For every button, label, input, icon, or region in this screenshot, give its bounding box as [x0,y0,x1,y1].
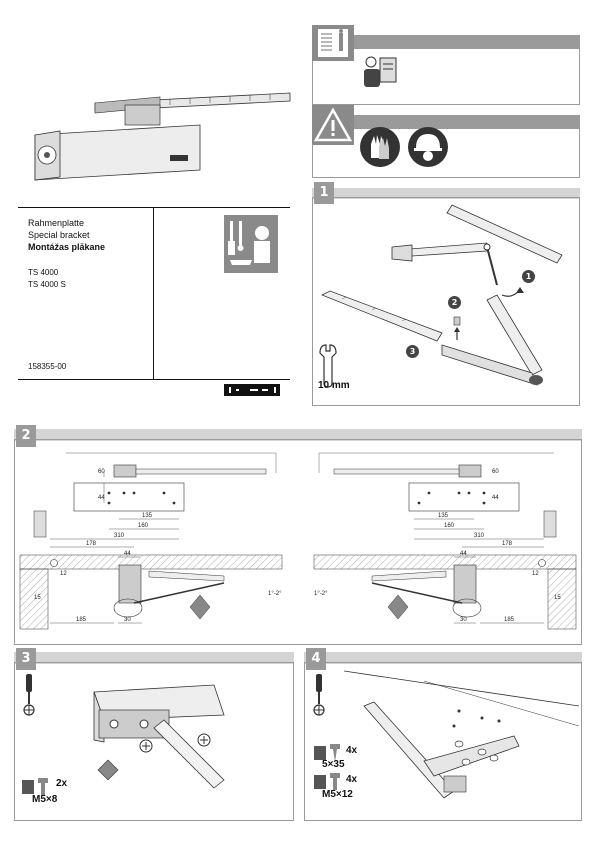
r-dim-135: 135 [438,513,449,519]
step-2-panel: 2 60 44 135 160 310 178 4 [14,425,582,645]
wrench-size: 10 mm [318,380,350,391]
step-2-number: 2 [16,425,36,447]
callout-2: 2 [448,296,461,309]
r-dim-185: 185 [504,617,515,623]
info-panel [312,25,580,105]
l-dim-15: 15 [34,595,41,601]
l-dim-178: 178 [86,541,97,547]
machine-screw-icon [314,773,340,790]
r-dim-angle: 1°-2° [314,591,328,597]
title-fi: Montážas plākane [28,242,106,252]
step-3-screw-size: M5×8 [32,794,58,805]
language-code-bar [224,384,280,396]
gloves-icon [360,127,400,167]
step-2-dimension-drawing: 60 44 135 160 310 178 44 12 15 185 30 1°… [19,452,577,630]
l-dim-44: 44 [98,495,105,501]
tools-icon [224,215,278,273]
step-3-panel: 3 2x M5×8 [14,648,294,821]
step-4-panel: 4 4x 5×35 4x M5×12 [304,648,582,821]
r-dim-12: 12 [532,571,539,577]
screwdriver-icon [23,674,35,716]
l-dim-185: 185 [76,617,87,623]
screw-bag-icon [22,778,48,795]
r-dim-160: 160 [444,523,455,529]
l-dim-160: 160 [138,523,149,529]
title-de: Rahmenplatte [28,218,85,228]
warning-panel [312,105,580,180]
model-1: TS 4000 [28,268,59,277]
r-dim-60: 60 [492,469,499,475]
r-dim-30: 30 [460,617,467,623]
reading-person-icon [364,56,397,87]
l-dim-310: 310 [114,533,125,539]
callout-1: 1 [522,270,535,283]
step-4-size-2: M5×12 [322,789,353,800]
step-4-illustration [344,670,579,799]
step-3-number: 3 [16,648,36,670]
l-dim-44b: 44 [124,551,131,557]
step-4-number: 4 [306,648,326,670]
model-2: TS 4000 S [28,280,66,289]
l-dim-12: 12 [60,571,67,577]
doc-number: 158355-00 [28,362,67,371]
r-dim-44: 44 [492,495,499,501]
r-dim-178: 178 [502,541,513,547]
screwdriver-icon-2 [313,674,325,716]
step-1-illustration [319,204,563,388]
title-en: Special bracket [28,230,90,240]
step-4-size-1: 5×35 [322,759,345,770]
warning-triangle-icon [312,105,354,145]
r-dim-15: 15 [554,595,561,601]
info-book-icon [312,25,354,61]
l-dim-135: 135 [142,513,153,519]
step-4-qty-2: 4x [346,774,358,785]
l-dim-60: 60 [98,469,105,475]
l-dim-30: 30 [124,617,131,623]
step-1-panel: 1 1 2 3 10 mm [312,180,580,406]
wood-screw-icon [314,744,340,762]
step-3-illustration [93,684,225,789]
step-3-qty: 2x [56,778,68,789]
r-dim-44b: 44 [460,551,467,557]
callout-3: 3 [406,345,419,358]
l-dim-angle: 1°-2° [268,591,282,597]
helmet-icon [408,127,448,167]
step-1-number: 1 [314,182,334,204]
r-dim-310: 310 [474,533,485,539]
step-4-qty-1: 4x [346,745,358,756]
door-closer-illustration [34,92,291,181]
